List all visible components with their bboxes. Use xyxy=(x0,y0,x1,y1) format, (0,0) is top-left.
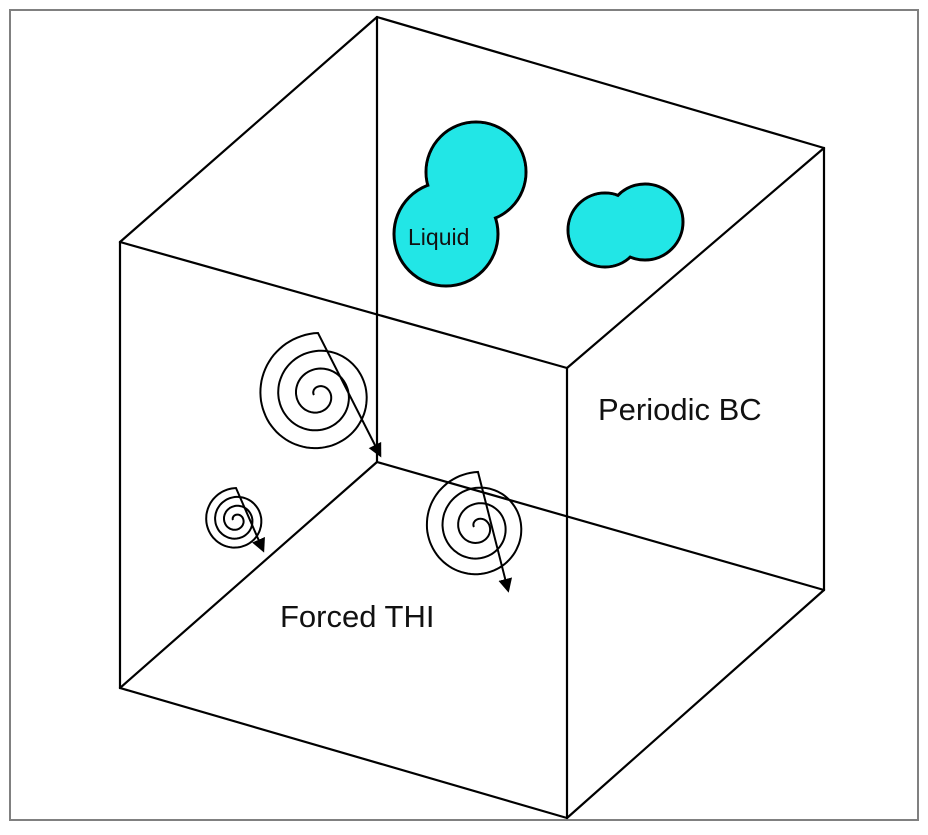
periodic-bc-label: Periodic BC xyxy=(598,392,762,427)
liquid-label: Liquid xyxy=(408,224,469,250)
forced-thi-label: Forced THI xyxy=(280,599,434,634)
